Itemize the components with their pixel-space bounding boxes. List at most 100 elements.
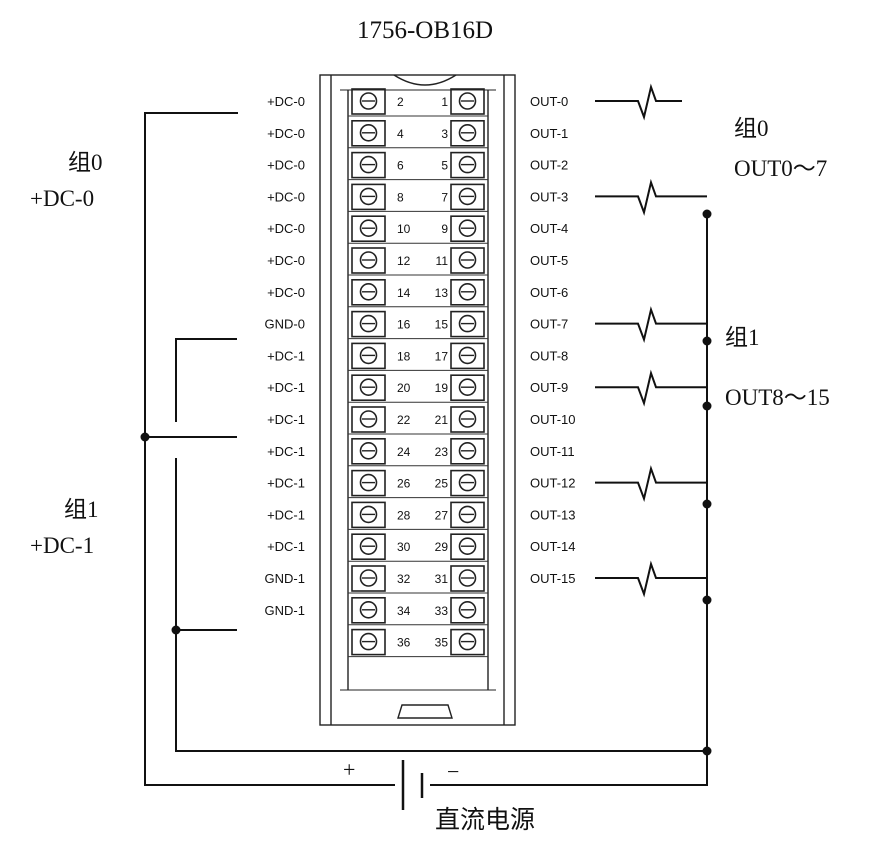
- right-terminal-label: OUT-12: [530, 476, 576, 491]
- left-terminal-number: 12: [397, 254, 411, 268]
- left-terminal-label: +DC-1: [267, 444, 305, 459]
- left-screw-icon: [359, 537, 378, 556]
- right-screw-icon: [458, 378, 477, 397]
- right-screw-icon: [458, 219, 477, 237]
- left-terminal-label: +DC-0: [267, 253, 305, 268]
- left-terminal-number: 36: [397, 636, 411, 650]
- left-screw-block: [351, 183, 386, 211]
- left-terminal-number: 32: [397, 572, 411, 586]
- left-screw-block: [351, 88, 386, 115]
- left-screw-icon: [359, 569, 378, 587]
- load-symbol: [595, 560, 707, 598]
- right-terminal-label: OUT-14: [530, 539, 576, 554]
- right-screw-block: [450, 310, 485, 338]
- right-screw-icon: [458, 124, 477, 142]
- plus-sign: +: [343, 757, 355, 782]
- right-terminal-number: 23: [435, 445, 449, 459]
- left-screw-icon: [359, 378, 378, 397]
- module-title: 1756-OB16D: [357, 17, 493, 44]
- right-screw-icon: [458, 505, 477, 524]
- left-screw-block: [351, 469, 386, 497]
- left-terminal-number: 14: [397, 286, 411, 300]
- left-terminal-number: 26: [397, 477, 411, 491]
- right-screw-block: [450, 183, 485, 211]
- right-terminal-label: OUT-7: [530, 317, 568, 332]
- right-screw-icon: [458, 314, 477, 333]
- right-terminal-label: OUT-2: [530, 158, 568, 173]
- left-terminal-label: +DC-1: [267, 476, 305, 491]
- left-screw-icon: [359, 92, 378, 110]
- left-screw-icon: [359, 219, 378, 237]
- right-screw-icon: [458, 187, 477, 206]
- left-screw-icon: [359, 441, 378, 460]
- left-terminal-label: +DC-1: [267, 412, 305, 427]
- left-terminal-label: +DC-1: [267, 380, 305, 395]
- right-terminal-label: OUT-5: [530, 253, 568, 268]
- junction-dot: [702, 746, 712, 756]
- right-screw-icon: [458, 569, 477, 587]
- right-screw-icon: [458, 410, 477, 428]
- right-screw-block: [450, 374, 485, 402]
- left-terminal-number: 18: [397, 349, 411, 363]
- right-terminal-number: 17: [435, 349, 449, 363]
- left-screw-block: [351, 247, 386, 274]
- dc-power-source: [401, 760, 424, 810]
- right-terminal-label: OUT-13: [530, 507, 576, 522]
- left-screw-block: [351, 310, 386, 338]
- right-screw-block: [450, 501, 485, 529]
- left-terminal-number: 6: [397, 159, 404, 173]
- left-screw-block: [351, 596, 386, 624]
- right-screw-block: [450, 278, 485, 306]
- right-terminal-number: 21: [435, 413, 449, 427]
- left-terminal-label: GND-1: [265, 603, 305, 618]
- right-terminal-label: OUT-8: [530, 348, 568, 363]
- left-screw-block: [351, 565, 386, 592]
- left-terminal-number: 22: [397, 413, 411, 427]
- load-symbol: [595, 178, 707, 216]
- left-screw-block: [351, 120, 386, 147]
- right-screw-block: [450, 406, 485, 433]
- left-terminal-number: 30: [397, 540, 411, 554]
- right-terminal-number: 29: [435, 540, 449, 554]
- right-terminal-number: 25: [435, 477, 449, 491]
- left-screw-icon: [359, 124, 378, 142]
- right-screw-block: [450, 596, 485, 624]
- left-terminal-label: +DC-1: [267, 507, 305, 522]
- terminal-row: +DC-1 26 25 OUT-12: [267, 469, 576, 499]
- junction-dot: [702, 595, 712, 605]
- right-terminal-label: OUT-3: [530, 189, 568, 204]
- left-screw-icon: [359, 155, 378, 174]
- left-screw-icon: [359, 505, 378, 524]
- right-group0-name: 组0: [734, 116, 769, 141]
- right-screw-icon: [458, 537, 477, 556]
- right-screw-icon: [458, 346, 477, 365]
- minus-sign: −: [447, 759, 459, 784]
- left-terminal-label: +DC-0: [267, 126, 305, 141]
- junction-dot: [702, 499, 712, 509]
- right-screw-icon: [458, 155, 477, 174]
- right-terminal-number: 27: [435, 508, 449, 522]
- left-screw-icon: [359, 410, 378, 428]
- right-screw-block: [450, 342, 485, 370]
- left-terminal-number: 10: [397, 222, 411, 236]
- right-screw-block: [450, 120, 485, 147]
- right-terminal-label: OUT-10: [530, 412, 576, 427]
- left-screw-block: [351, 501, 386, 529]
- left-screw-icon: [359, 632, 378, 651]
- right-terminal-number: 35: [435, 636, 449, 650]
- load-symbol: [595, 83, 682, 121]
- left-screw-icon: [359, 600, 378, 619]
- right-terminal-label: OUT-6: [530, 285, 568, 300]
